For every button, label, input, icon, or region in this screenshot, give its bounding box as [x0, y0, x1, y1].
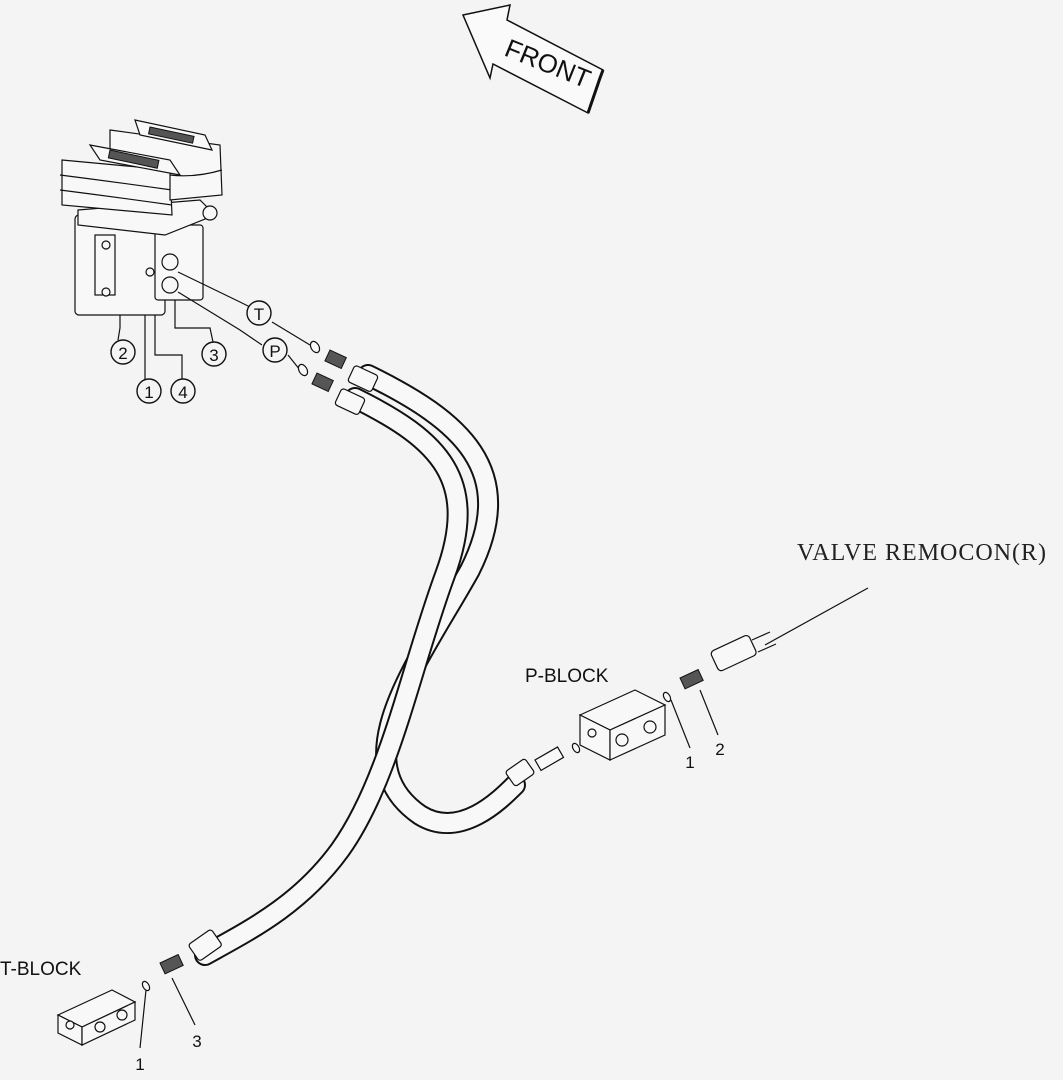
callout-4: 4	[178, 383, 187, 402]
valve-remocon-label: VALVE REMOCON(R)	[797, 540, 1047, 566]
front-arrow: FRONT	[461, 4, 605, 115]
t-block-label: T-BLOCK	[0, 959, 82, 980]
p-block-label: P-BLOCK	[525, 666, 609, 687]
joystick-callouts: T P 2 3 1 4	[110, 300, 288, 404]
callout-T: T	[254, 305, 264, 324]
callout-P-circle	[262, 337, 288, 363]
callout-3-circle	[201, 341, 227, 367]
t-block: T-BLOCK 1 3	[0, 953, 202, 1074]
t-block-callout-3: 3	[192, 1032, 201, 1051]
callout-3: 3	[209, 346, 218, 365]
valve-remocon-callout: VALVE REMOCON(R)	[764, 540, 1047, 646]
p-block-callout-2: 2	[715, 740, 724, 759]
callout-1-circle	[136, 378, 162, 404]
p-block-callout-1: 1	[685, 753, 694, 772]
callout-4-circle	[170, 378, 196, 404]
callout-T-circle	[246, 300, 272, 326]
joystick-fittings	[297, 340, 347, 393]
callout-P: P	[269, 342, 280, 361]
t-block-callout-1: 1	[135, 1055, 144, 1074]
callout-2: 2	[118, 344, 127, 363]
hoses	[188, 364, 535, 966]
p-block: P-BLOCK 1 2	[525, 631, 777, 772]
callout-1: 1	[144, 383, 153, 402]
callout-2-circle	[110, 339, 136, 365]
joystick-valve	[59, 119, 223, 316]
